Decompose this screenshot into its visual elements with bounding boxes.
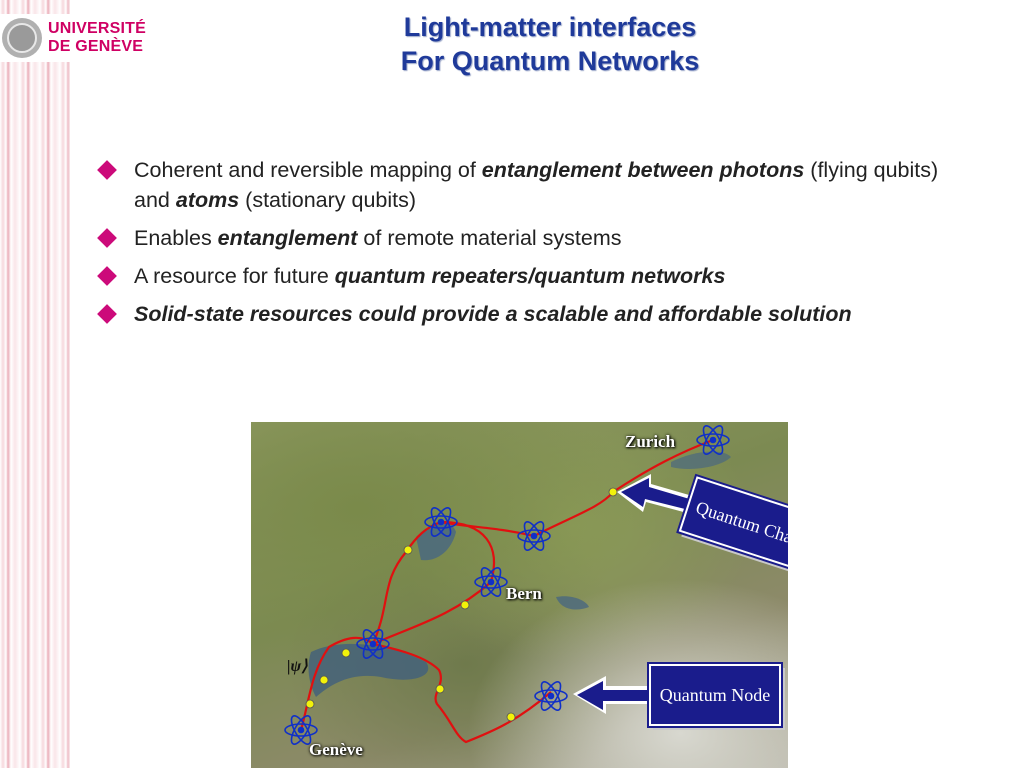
city-label-zurich: Zurich [625,432,676,451]
arrow-to-node [573,676,649,714]
lake-thun [556,596,589,610]
atom-icon [696,425,730,455]
arrow-to-channel [617,474,696,514]
bullet-item: Enables entanglement of remote material … [97,223,978,253]
quantum-node-callout: Quantum Node [649,664,781,726]
atom-icon [356,629,390,659]
atom-icon [284,715,318,745]
diamond-bullet-icon [97,266,117,286]
map-overlay [284,425,731,745]
bullet-item: Solid-state resources could provide a sc… [97,299,978,329]
university-logo: UNIVERSITÉ DE GENÈVE [0,14,150,62]
network-map: Zurich Bern Genève |ψ⟩ Quantum Channel Q… [251,422,788,768]
diamond-bullet-icon [97,160,117,180]
city-label-geneve: Genève [309,740,363,759]
bullet-item: A resource for future quantum repeaters/… [97,261,978,291]
atom-icons [284,425,730,745]
logo-line-1: UNIVERSITÉ [48,20,147,37]
lake-geneva [308,643,429,697]
title-line-1: Light-matter interfaces [403,12,697,42]
city-label-bern: Bern [506,584,542,603]
diamond-bullet-icon [97,228,117,248]
bullet-list: Coherent and reversible mapping of entan… [97,155,978,337]
lake-zurich [671,451,731,469]
title-line-2: For Quantum Networks [400,46,700,76]
atom-icon [474,567,508,597]
university-seal-icon [2,18,42,58]
logo-text: UNIVERSITÉ DE GENÈVE [48,20,146,56]
stripes-fade [0,0,90,768]
psi-state-label: |ψ⟩ [287,658,308,675]
bullet-item: Coherent and reversible mapping of entan… [97,155,978,215]
atom-icon [424,507,458,537]
slide-title: Light-matter interfaces For Quantum Netw… [300,10,800,78]
repeater-dots [305,487,618,722]
logo-line-2: DE GENÈVE [48,38,144,55]
atom-icon [517,521,551,551]
diamond-bullet-icon [97,304,117,324]
atom-icon [534,681,568,711]
lake-neuchatel [416,522,456,561]
